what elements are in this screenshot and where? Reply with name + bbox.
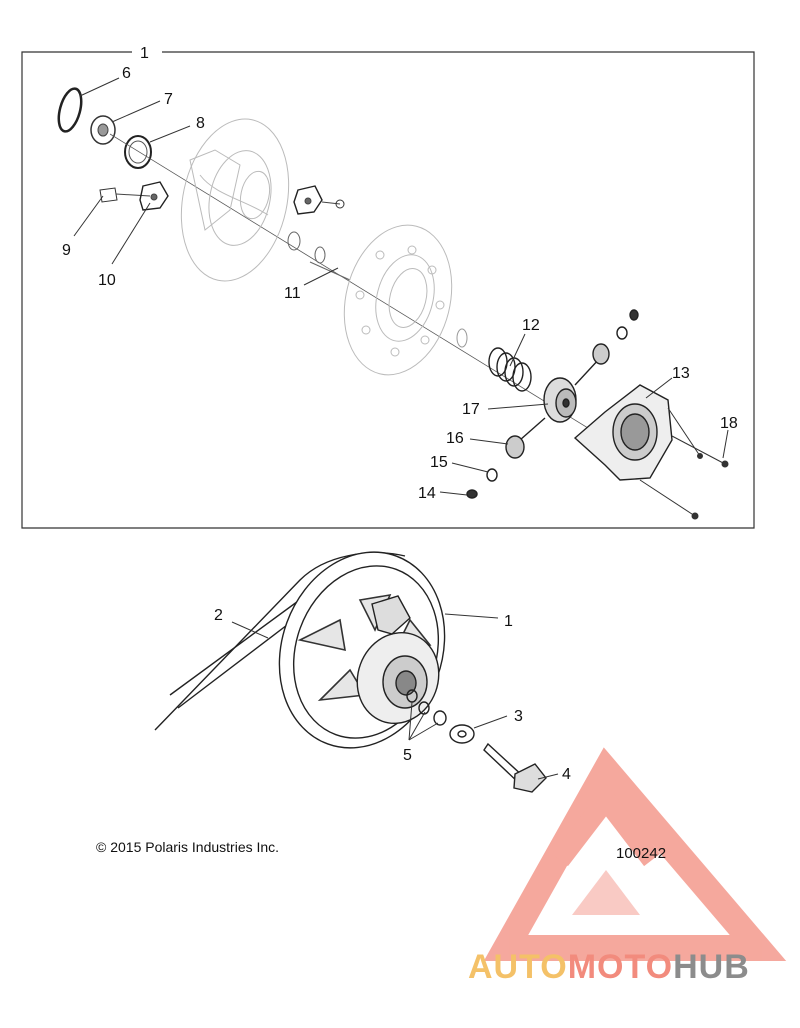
washer-part: [90, 115, 116, 145]
bearing-part: [505, 435, 525, 459]
callout-18: 18: [720, 415, 738, 432]
nut-part: [466, 489, 478, 499]
bearing-part-upper: [592, 309, 639, 365]
callout-8: 8: [196, 115, 205, 132]
watermark-moto: MOTO: [567, 948, 674, 986]
watermark-triangle-logo: [483, 747, 787, 961]
callout-14: 14: [418, 485, 436, 502]
bolt-part: [483, 742, 547, 793]
retaining-ring-part: [57, 87, 83, 133]
callout-17: 17: [462, 401, 480, 418]
callout-1-top: 1: [140, 45, 149, 62]
washer-small-part: [486, 468, 498, 482]
roller-part: [139, 181, 169, 211]
callout-12: 12: [522, 317, 540, 334]
callout-1-bottom: 1: [504, 613, 513, 630]
copyright-notice: © 2015 Polaris Industries Inc.: [96, 839, 280, 855]
spring-part: [488, 347, 532, 392]
callout-2: 2: [214, 607, 223, 624]
moveable-sheave-part: [343, 224, 453, 376]
callout-7: 7: [164, 91, 173, 108]
bolt-parts: [639, 407, 729, 520]
spider-part: [519, 357, 601, 441]
seal-ring-part: [124, 135, 152, 169]
large-washer-part: [449, 724, 475, 744]
callout-15: 15: [430, 454, 448, 471]
callout-11: 11: [284, 285, 301, 302]
leader-lines-bottom: [231, 613, 559, 780]
cover-part: [573, 384, 673, 481]
diagram-reference-number: 100242: [616, 845, 667, 862]
exploded-assembly-view: [57, 87, 729, 520]
assembly-frame: [21, 51, 755, 529]
bushing-part: [287, 231, 351, 281]
installed-clutch-view: [154, 551, 547, 793]
callout-13: 13: [672, 365, 690, 382]
leader-lines-top: [73, 77, 729, 496]
roller-part-right: [293, 185, 345, 215]
watermark-auto: AUTO: [468, 948, 568, 986]
callout-10: 10: [98, 272, 116, 289]
callout-labels: 1 6 7 8 9 10 11 12 13 14 15 16 17 18 2 1…: [62, 45, 738, 783]
stationary-sheave-part: [180, 118, 290, 282]
watermark-text: AUTOMOTOHUB: [468, 948, 750, 987]
callout-16: 16: [446, 430, 464, 447]
watermark-hub: HUB: [673, 948, 750, 986]
callout-5: 5: [403, 747, 412, 764]
callout-6: 6: [122, 65, 131, 82]
callout-9: 9: [62, 242, 71, 259]
callout-3: 3: [514, 708, 523, 725]
callout-4: 4: [562, 766, 571, 783]
